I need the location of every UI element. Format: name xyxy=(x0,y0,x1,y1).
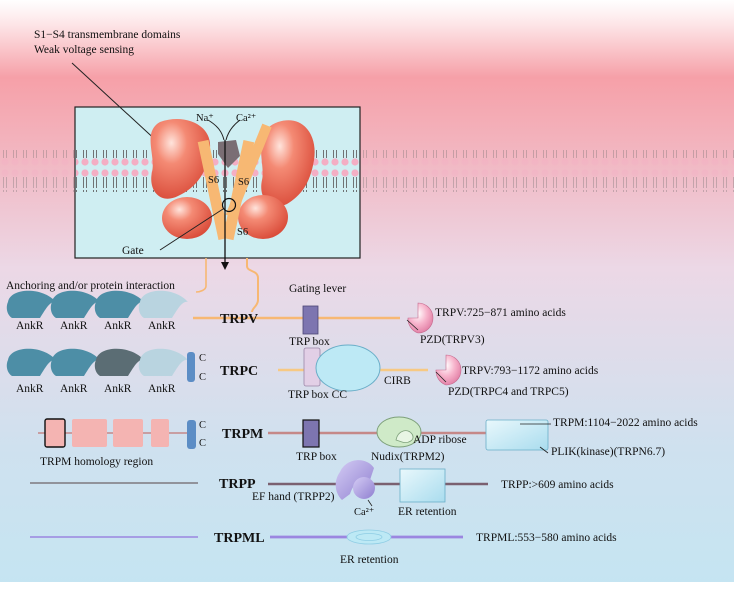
trpv-ankr-1 xyxy=(6,290,56,318)
trpc-ankr-label-2: AnkR xyxy=(60,383,88,395)
trpm-homology-box-1 xyxy=(44,418,66,448)
label-ca: Ca²⁺ xyxy=(236,113,257,124)
trpv-ankr-3 xyxy=(94,290,144,318)
row-trpv xyxy=(6,290,434,335)
channel-inset: Na⁺ Ca²⁺ S6 S6 S6 xyxy=(71,62,361,270)
trpv-trp-box xyxy=(302,305,319,335)
na-ion-path xyxy=(207,119,225,141)
trpml-er-retention-domain xyxy=(346,529,392,545)
adp-ribose-pocket xyxy=(395,430,414,443)
label-s6-right: S6 xyxy=(238,177,249,188)
trpp-er-retention-domain xyxy=(399,468,446,503)
trpm-plik-domain xyxy=(485,419,549,451)
helix-s6-left xyxy=(197,139,230,240)
trpc-cirb-label: CIRB xyxy=(384,375,411,387)
label-anchoring: Anchoring and/or protein interaction xyxy=(6,280,175,292)
trpp-name: TRPP xyxy=(219,477,256,492)
trpc-c-bottom: C xyxy=(199,372,206,383)
trpml-er-retention-ring xyxy=(355,533,383,541)
trpp-er-label: ER retention xyxy=(398,506,457,518)
label-s6-lower: S6 xyxy=(237,227,248,238)
row-trpml xyxy=(30,529,463,545)
gate-marker xyxy=(221,197,237,213)
trpp-ef-hand-lobe xyxy=(353,477,375,499)
arrowhead xyxy=(221,262,229,270)
bottom-margin xyxy=(0,582,734,596)
label-s6-left: S6 xyxy=(208,175,219,186)
trpp-ca-pointer xyxy=(367,499,373,507)
label-gating-lever: Gating lever xyxy=(289,283,346,295)
trpv-ankr-label-4: AnkR xyxy=(148,320,176,332)
trpv-ankr-label-2: AnkR xyxy=(60,320,88,332)
label-gate: Gate xyxy=(122,245,144,257)
tether-left xyxy=(195,258,207,293)
trpm-trp-box xyxy=(302,419,320,448)
trpc-cirb-domain xyxy=(315,344,381,392)
trpc-ankr-label-1: AnkR xyxy=(16,383,44,395)
trpc-pzd-label: PZD(TRPC4 and TRPC5) xyxy=(448,386,569,398)
trpm-c-top: C xyxy=(199,420,206,431)
voltage-sensor-left xyxy=(150,119,211,199)
voltage-sensor-right xyxy=(261,120,315,207)
trpc-ankr-3 xyxy=(94,348,144,376)
trpv-ankr-4 xyxy=(138,290,188,318)
trpv-name: TRPV xyxy=(220,312,258,327)
row-trpp xyxy=(30,460,488,507)
trpm-homology-box-4 xyxy=(151,419,169,447)
trpml-length: TRPML:553−580 amino acids xyxy=(476,532,617,544)
selectivity-filter xyxy=(218,140,240,168)
trpv-pzd-domain xyxy=(407,302,434,334)
trpm-homology-label: TRPM homology region xyxy=(40,456,153,468)
trpc-length: TRPV:793−1172 amino acids xyxy=(462,365,599,377)
trpv-ankr-2 xyxy=(50,290,100,318)
trpc-ankr-1 xyxy=(6,348,56,376)
trpc-c-top: C xyxy=(199,353,206,364)
trpv-ankr-label-1: AnkR xyxy=(16,320,44,332)
pore-domain-right xyxy=(238,195,288,239)
label-na: Na⁺ xyxy=(196,113,214,124)
trpm-plik-label: PLIK(kinase)(TRPN6.7) xyxy=(551,446,665,458)
trpc-pzd-pointer xyxy=(435,371,447,383)
trpc-ankr-2 xyxy=(50,348,100,376)
trpml-name: TRPML xyxy=(214,531,265,546)
ca-ion-path xyxy=(225,119,241,141)
trpv-pzd-label: PZD(TRPV3) xyxy=(420,334,485,346)
trpc-pzd-domain xyxy=(435,354,462,386)
trpm-homology-box-3 xyxy=(113,419,143,447)
trpc-ankr-label-3: AnkR xyxy=(104,383,132,395)
helix-s5 xyxy=(225,123,272,219)
trpp-ef-hand-domain xyxy=(335,460,374,500)
row-trpm xyxy=(38,416,551,454)
trpm-nudix-label: Nudix(TRPM2) xyxy=(371,451,445,463)
trpm-coiled-coil xyxy=(187,420,196,449)
trpv-trp-box-label: TRP box xyxy=(289,336,330,348)
trpv-ankr-label-3: AnkR xyxy=(104,320,132,332)
trpm-homology-box-2 xyxy=(72,419,107,447)
pore-domain-left xyxy=(162,197,212,239)
trpm-name: TRPM xyxy=(222,427,263,442)
trpc-ankr-4 xyxy=(138,348,188,376)
trpp-length: TRPP:>609 amino acids xyxy=(501,479,614,491)
trpc-coiled-coil xyxy=(187,352,195,382)
trpm-trp-box-label: TRP box xyxy=(296,451,337,463)
trpm-plik-pointer xyxy=(539,446,549,454)
trpv-pzd-pointer xyxy=(406,319,419,331)
trpm-c-bottom: C xyxy=(199,438,206,449)
trpm-length: TRPM:1104−2022 amino acids xyxy=(553,417,698,429)
trpv-length: TRPV:725−871 amino acids xyxy=(435,307,566,319)
trpp-ef-hand-label: EF hand (TRPP2) xyxy=(252,491,335,503)
row-trpc xyxy=(6,344,462,392)
top-annotation-line2: Weak voltage sensing xyxy=(34,44,134,56)
trpml-er-label: ER retention xyxy=(340,554,399,566)
trpc-trp-box-cc-label: TRP box CC xyxy=(288,389,347,401)
trpc-name: TRPC xyxy=(220,364,258,379)
top-annotation-line1: S1−S4 transmembrane domains xyxy=(34,29,181,41)
trpp-ca-label: Ca²⁺ xyxy=(354,507,375,518)
trpc-ankr-label-4: AnkR xyxy=(148,383,176,395)
gate-pointer xyxy=(159,208,224,251)
trpm-adp-label: ADP ribose xyxy=(413,434,467,446)
gating-lever-line xyxy=(246,258,259,313)
